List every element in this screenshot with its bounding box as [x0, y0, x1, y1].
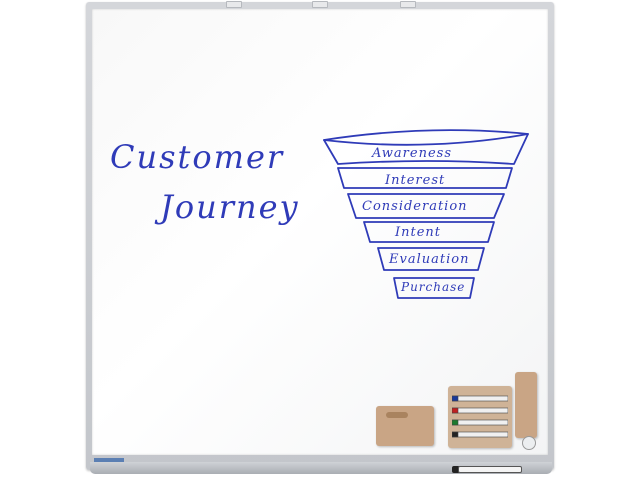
funnel-stage-evaluation	[377, 247, 485, 271]
funnel-stage-intent	[363, 221, 495, 243]
funnel-stage-interest	[337, 167, 513, 189]
funnel-label-interest: Interest	[385, 173, 446, 188]
frame-clip-right	[400, 1, 416, 8]
marker-set	[452, 395, 508, 438]
funnel-label-awareness: Awareness	[372, 146, 452, 161]
magnet-clip-icon	[522, 436, 536, 450]
funnel-stage-purchase	[393, 277, 475, 299]
funnel-label-intent: Intent	[395, 225, 442, 240]
eraser-grip	[386, 412, 408, 418]
funnel-label-purchase: Purchase	[401, 280, 466, 294]
frame-clip-center	[312, 1, 328, 8]
tray-marker-cap	[452, 466, 460, 473]
frame-clip-left	[226, 1, 242, 8]
funnel-label-evaluation: Evaluation	[389, 252, 470, 267]
funnel-label-consideration: Consideration	[362, 199, 468, 214]
funnel-stage-consideration	[347, 193, 505, 219]
magnetic-pen-tray[interactable]	[515, 372, 537, 438]
title-journey: Journey	[160, 188, 300, 226]
board-marker[interactable]	[458, 466, 522, 473]
whiteboard-surface	[92, 9, 548, 455]
funnel-stage-awareness	[323, 129, 529, 165]
sales-funnel	[323, 129, 529, 299]
title-customer: Customer	[110, 138, 285, 176]
marker-tray	[90, 462, 552, 474]
brand-plate	[94, 458, 124, 462]
